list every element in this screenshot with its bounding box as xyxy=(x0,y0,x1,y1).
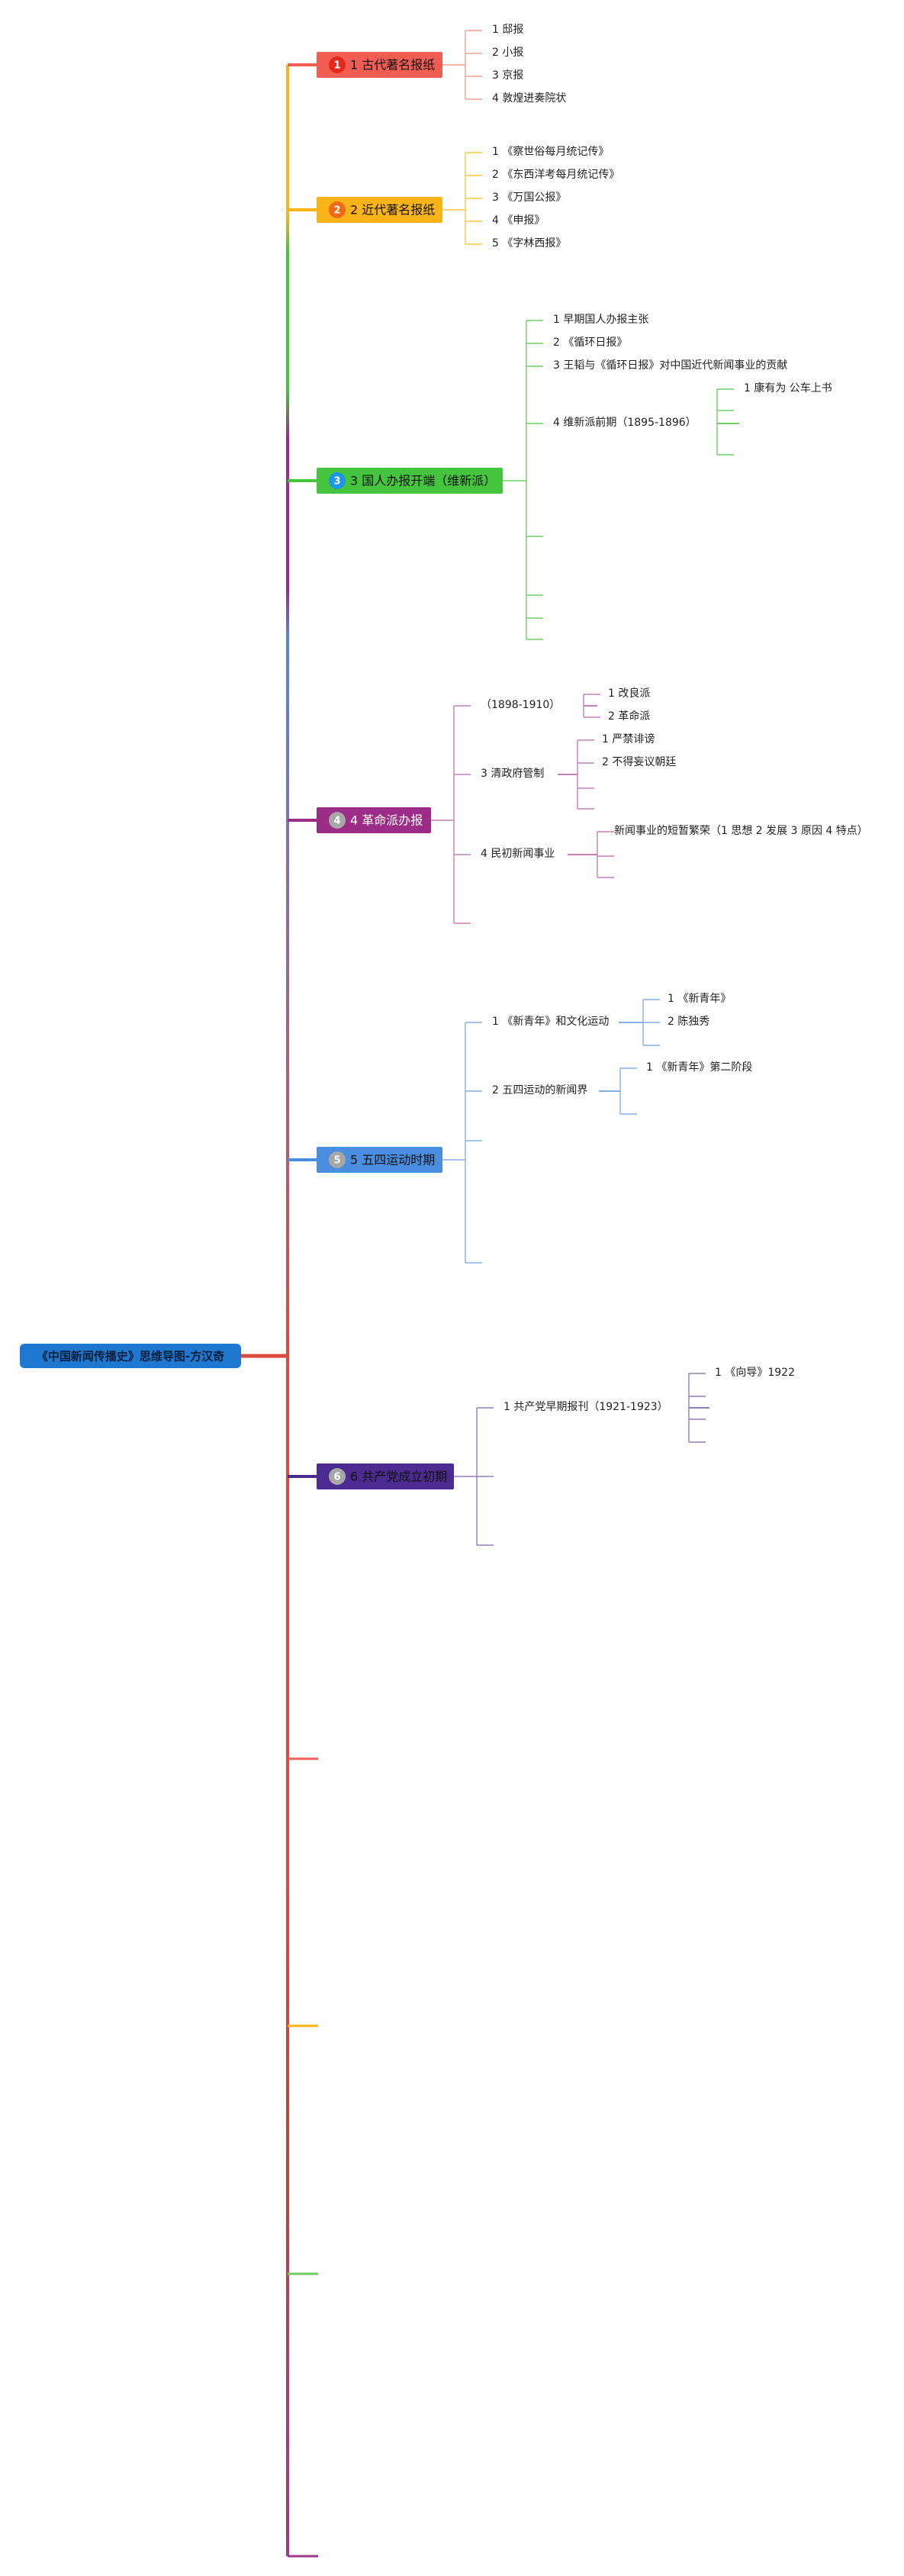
main-topic-label: 2 近代著名报纸 xyxy=(350,203,435,217)
subtopic-label: 4 敦煌进奏院状 xyxy=(492,92,566,105)
leaf-label: 1 改良派 xyxy=(608,687,650,700)
leaf-label: 1 《新青年》第二阶段 xyxy=(646,1061,752,1074)
main-topic-box xyxy=(317,1463,454,1489)
subtopic-label: 3 《万国公报》 xyxy=(492,192,566,204)
badge-number: 1 xyxy=(333,60,340,72)
main-topic-box xyxy=(317,468,503,494)
main-topic-6: 6 6 共产党成立初期 xyxy=(317,1463,454,1489)
connector-lines xyxy=(241,30,739,2558)
main-topic-badge xyxy=(329,56,346,73)
root-topic-label: 《中国新闻传播史》思维导图-方汉奇 xyxy=(37,1350,224,1364)
main-topic-badge xyxy=(329,812,346,829)
leaf-label: 2 不得妄议朝廷 xyxy=(602,755,676,768)
subtopic-label: 3 清政府管制 xyxy=(481,768,544,780)
subtopic-label: 2 小报 xyxy=(492,47,523,59)
leaf-label: 1 严禁诽谤 xyxy=(602,733,655,745)
subtopic-label: 2 《东西洋考每月统记传》 xyxy=(492,169,619,181)
leaf-label: 2 陈独秀 xyxy=(668,1015,709,1028)
main-topic-box xyxy=(317,52,442,78)
badge-number: 4 xyxy=(333,816,340,827)
subtopic-label: 1 《察世俗每月统记传》 xyxy=(492,145,609,158)
subtopic-label: 1 早期国人办报主张 xyxy=(553,314,648,326)
main-topic-badge xyxy=(329,1468,346,1485)
main-topic-badge xyxy=(329,472,346,489)
main-topic-label: 3 国人办报开端（维新派） xyxy=(350,474,496,488)
subtopic-label: 3 王韬与《循环日报》对中国近代新闻事业的贡献 xyxy=(553,359,787,372)
subtopic-label: 1 《新青年》和文化运动 xyxy=(492,1016,609,1028)
main-topic-5: 5 5 五四运动时期 xyxy=(317,1147,442,1173)
main-topic-box xyxy=(317,197,442,223)
badge-number: 3 xyxy=(333,476,340,488)
main-topic-1: 1 1 古代著名报纸 xyxy=(317,52,442,78)
main-topic-label: 5 五四运动时期 xyxy=(350,1153,435,1167)
leaf-label: 新闻事业的短暂繁荣（1 思想 2 发展 3 原因 4 特点） xyxy=(614,825,868,837)
subtopic-label: 4 民初新闻事业 xyxy=(481,847,555,860)
badge-number: 6 xyxy=(333,1472,340,1483)
subtopic-label: 2 五四运动的新闻界 xyxy=(492,1084,587,1096)
subtopic-label: 1 共产党早期报刊（1921-1923） xyxy=(503,1401,668,1413)
main-topic-badge xyxy=(329,1151,346,1168)
leaf-label: 1 康有为 公车上书 xyxy=(744,382,832,394)
root-topic-box xyxy=(20,1344,241,1368)
leaf-label: 2 革命派 xyxy=(608,710,650,723)
badge-number: 2 xyxy=(333,205,340,217)
main-topic-label: 1 古代著名报纸 xyxy=(350,58,435,72)
main-topic-label: 4 革命派办报 xyxy=(350,813,423,828)
main-topic-label: 6 共产党成立初期 xyxy=(350,1470,447,1484)
subtopic-label: 4 《申报》 xyxy=(492,214,545,227)
subtopic-label: （1898-1910） xyxy=(481,699,560,711)
subtopic-label: 1 邸报 xyxy=(492,24,523,36)
subtopic-label: 2 《循环日报》 xyxy=(553,336,627,349)
main-topic-badge xyxy=(329,201,346,218)
badge-number: 5 xyxy=(333,1155,340,1167)
leaf-label: 1 《新青年》 xyxy=(668,993,731,1005)
subtopic-label: 5 《字林西报》 xyxy=(492,237,566,250)
leaf-label: 1 《向导》1922 xyxy=(715,1367,795,1379)
main-topic-box xyxy=(317,1147,442,1173)
subtopic-label: 3 京报 xyxy=(492,69,523,82)
main-topic-3: 3 3 国人办报开端（维新派） xyxy=(317,468,503,494)
root-topic: 《中国新闻传播史》思维导图-方汉奇 xyxy=(20,1344,241,1368)
main-topic-4: 4 4 革命派办报 xyxy=(317,807,431,833)
main-topic-box xyxy=(317,807,431,833)
mindmap-nodes: 1 1 古代著名报纸 1 邸报 2 小报 3 京报 4 敦煌进奏院状 2 2 近代著名报纸 1 … xyxy=(20,24,868,1489)
main-topic-2: 2 2 近代著名报纸 xyxy=(317,197,442,223)
subtopic-label: 4 维新派前期（1895-1896） xyxy=(553,416,696,429)
